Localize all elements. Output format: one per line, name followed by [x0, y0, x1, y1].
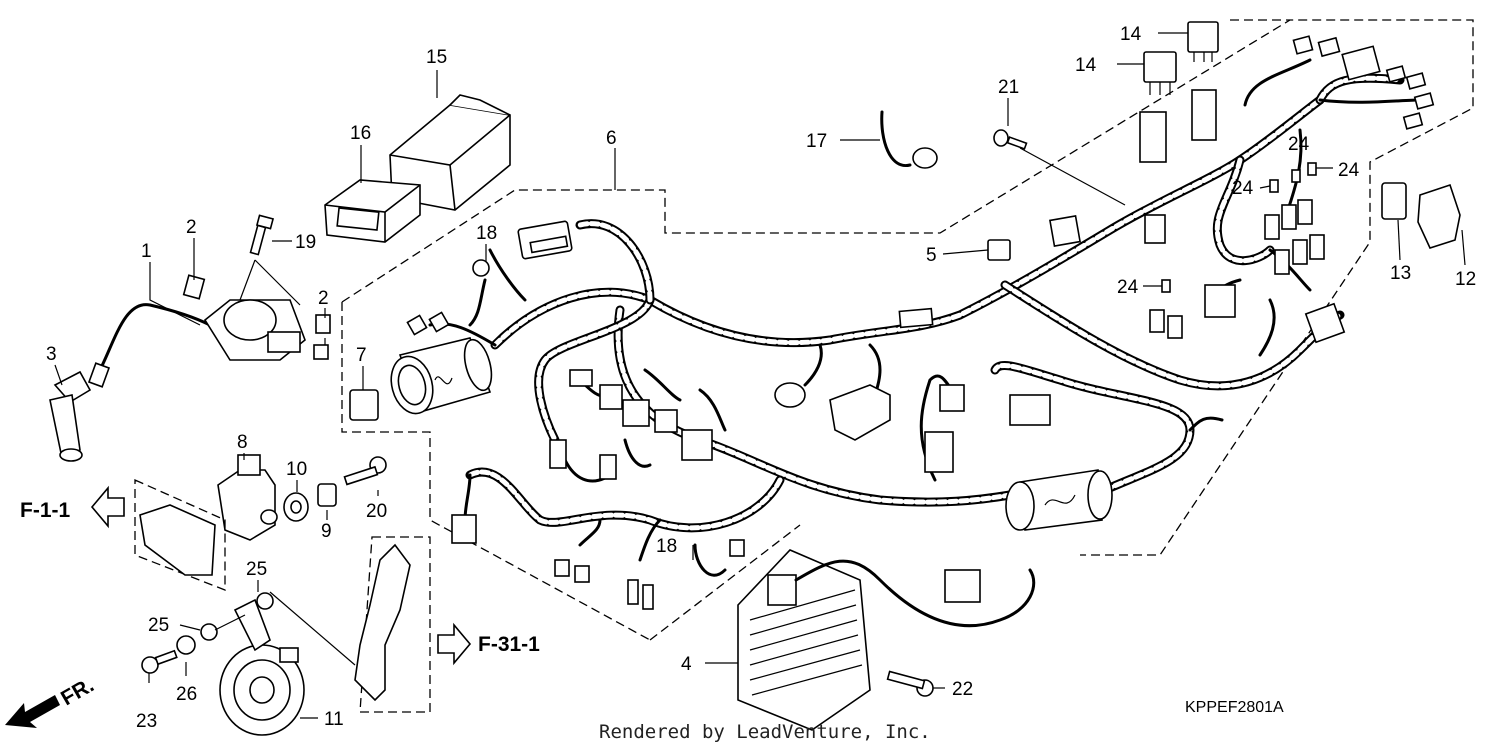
- callout-18a: 18: [476, 223, 497, 244]
- callout-3: 3: [46, 344, 57, 365]
- relay-14-lower: [1143, 51, 1177, 95]
- ref-label-right[interactable]: F-31-1: [478, 633, 540, 656]
- bolt-23: [141, 649, 178, 674]
- callout-21: 21: [998, 77, 1019, 98]
- callout-13: 13: [1390, 263, 1411, 284]
- callout-10: 10: [286, 459, 307, 480]
- leader-lines: [54, 32, 1466, 719]
- callout-24b: 24: [1338, 160, 1360, 181]
- noise-filter-left: [390, 337, 493, 415]
- socket-13: [1381, 182, 1407, 220]
- ignition-coil: [203, 299, 306, 361]
- callout-19: 19: [295, 232, 316, 253]
- clamp-18-upper: [472, 248, 527, 302]
- spark-plug-cap: [49, 370, 92, 462]
- callout-26: 26: [176, 684, 197, 705]
- callout-25a: 25: [246, 559, 267, 580]
- clamp-17: [880, 110, 938, 169]
- horn-11: [219, 598, 305, 736]
- washers-25-26: [176, 592, 274, 655]
- collar-9: [317, 483, 337, 507]
- horn-bracket: [354, 536, 431, 713]
- grommet-10: [283, 492, 309, 522]
- holder-16: [324, 179, 421, 243]
- footer-credit: Rendered by LeadVenture, Inc.: [599, 721, 931, 743]
- control-unit-15: [389, 94, 511, 211]
- callout-24c: 24: [1232, 178, 1254, 199]
- callout-14a: 14: [1120, 24, 1142, 45]
- callout-20: 20: [366, 501, 387, 522]
- ref-arrow-left[interactable]: [90, 485, 125, 529]
- relay-12: [1417, 183, 1461, 249]
- bracket-f-1-1: [134, 478, 226, 591]
- front-direction-label: FR.: [57, 674, 98, 711]
- spark-plug-wire: [87, 303, 212, 388]
- ref-label-left[interactable]: F-1-1: [20, 499, 70, 522]
- regulator-rectifier-4: [737, 549, 1036, 731]
- callout-1: 1: [141, 241, 152, 262]
- diagram-code: KPPEF2801A: [1185, 699, 1284, 716]
- callout-12: 12: [1455, 269, 1476, 290]
- callout-6: 6: [606, 128, 617, 149]
- bolt-20: [343, 456, 387, 486]
- sensor-8: [217, 454, 278, 541]
- callout-labels: 1 2 2 3 4 5 6 7 8 9 10 11 12 13 14 14 15…: [46, 24, 1476, 732]
- part-5: [987, 239, 1011, 261]
- callout-2a: 2: [186, 217, 197, 238]
- ref-arrow-right[interactable]: [437, 622, 472, 666]
- callout-25b: 25: [148, 615, 169, 636]
- callout-24d: 24: [1117, 277, 1139, 298]
- coil-clips: [182, 274, 331, 360]
- harness-connectors: [406, 35, 1435, 610]
- callout-16: 16: [350, 123, 371, 144]
- callout-17: 17: [806, 131, 827, 152]
- callout-8: 8: [237, 432, 248, 453]
- callout-7: 7: [356, 345, 367, 366]
- callout-22: 22: [952, 679, 973, 700]
- bolt-19: [249, 214, 275, 256]
- callout-2b: 2: [318, 288, 329, 309]
- relay-14-upper: [1187, 21, 1219, 62]
- bolt-21: [993, 129, 1028, 150]
- callout-18b: 18: [656, 536, 677, 557]
- callout-4: 4: [681, 654, 692, 675]
- front-direction-arrow: [5, 695, 60, 728]
- callout-14b: 14: [1075, 55, 1097, 76]
- part-7: [349, 389, 379, 421]
- clamp-18-lower: [693, 539, 745, 577]
- assembly-boundary: [341, 19, 1474, 641]
- callout-24a: 24: [1288, 134, 1310, 155]
- noise-filter-right: [1005, 469, 1113, 531]
- callout-11: 11: [324, 709, 344, 730]
- bolt-22: [886, 670, 934, 697]
- callout-5: 5: [926, 245, 937, 266]
- callout-9: 9: [321, 521, 332, 542]
- callout-15: 15: [426, 47, 447, 68]
- callout-23: 23: [136, 711, 157, 732]
